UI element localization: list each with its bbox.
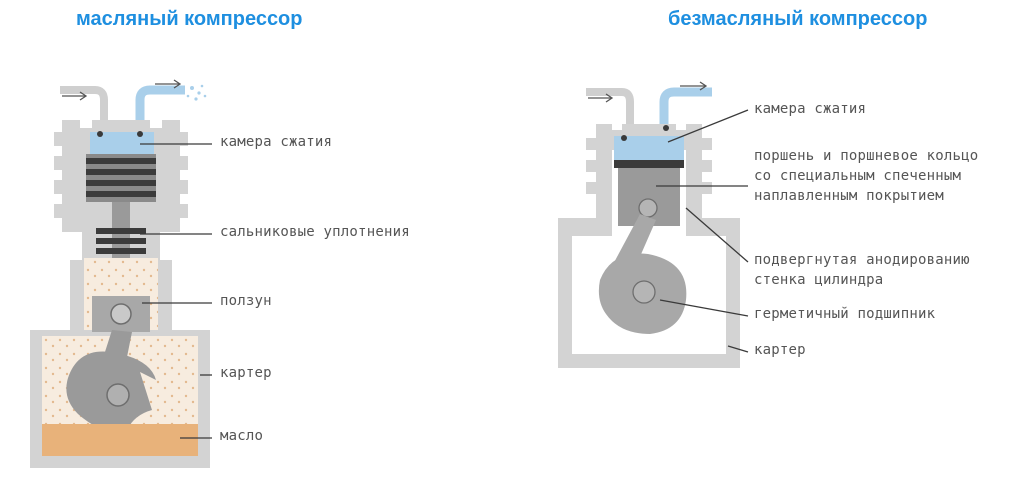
- oilfree-intake-pipe: [586, 88, 634, 128]
- oil-intake-valve: [97, 131, 103, 137]
- oilfree-label-crankcase: картер: [754, 342, 806, 358]
- oilfree-label-chamber: камера сжатия: [754, 101, 867, 117]
- oil-compression-chamber: [90, 132, 154, 154]
- oil-label-crankcase: картер: [220, 365, 272, 381]
- oilfree-leader-lines: [656, 109, 749, 353]
- oil-piston: [86, 154, 156, 202]
- oil-label-chamber: камера сжатия: [220, 134, 333, 150]
- oilfree-compressor-title: безмасляный компрессор: [668, 8, 928, 30]
- oil-slider-pin: [110, 303, 132, 325]
- oil-label-oil: масло: [220, 428, 264, 444]
- oilfree-compressor-drawing: [558, 81, 749, 368]
- oilfree-crankshaft: [632, 280, 656, 304]
- oil-leader-lines: [140, 143, 212, 439]
- oil-exhaust-valve: [137, 131, 143, 137]
- oilfree-outlet-pipe: [659, 87, 712, 128]
- oil-bath: [42, 424, 198, 456]
- oilfree-outlet-arrow: [680, 81, 708, 91]
- oil-label-seals: сальниковые уплотнения: [220, 224, 410, 240]
- oil-outlet-arrow: [155, 79, 182, 89]
- oilfree-exhaust-valve: [663, 125, 669, 131]
- oil-crankshaft: [106, 383, 130, 407]
- oilfree-label-wall: подвергнутая анодированию стенка цилиндр…: [754, 252, 970, 288]
- oilfree-label-bearing: герметичный подшипник: [754, 306, 936, 322]
- oilfree-intake-valve: [621, 135, 627, 141]
- oil-intake-pipe: [60, 86, 108, 128]
- oil-compressor-drawing: [30, 79, 212, 468]
- oil-rod-seals: [96, 228, 146, 254]
- oilfree-intake-arrow: [588, 93, 614, 103]
- oil-label-slider: ползун: [220, 293, 272, 309]
- oilfree-piston-ring: [614, 160, 684, 168]
- oil-outlet-pipe: [135, 85, 185, 128]
- oilfree-label-piston: поршень и поршневое кольцо со специальны…: [754, 148, 979, 204]
- oil-intake-arrow: [62, 91, 88, 101]
- oilfree-piston-pin: [638, 198, 658, 218]
- oil-compressor-title: масляный компрессор: [76, 8, 303, 30]
- oil-outlet-air-puffs: [186, 84, 207, 101]
